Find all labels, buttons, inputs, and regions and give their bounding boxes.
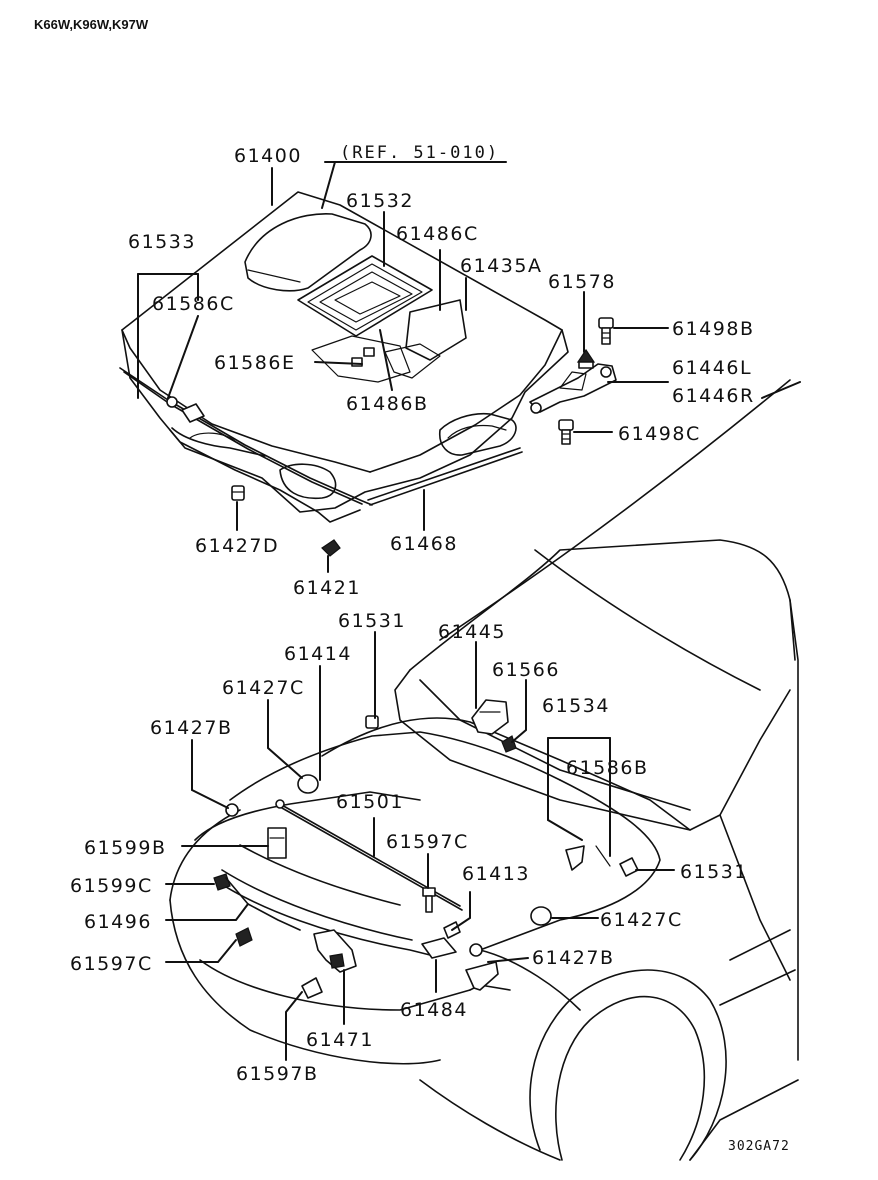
label-61486B: 61486B [346,393,428,415]
label-61427B-right: 61427B [532,947,614,969]
fastener-61421 [321,539,341,557]
part-labels: 61400 (REF. 51-010) 61532 61533 61486C 6… [70,143,755,1085]
label-61534: 61534 [542,695,610,717]
label-61427C-right: 61427C [600,909,683,931]
figure-code: 302GA72 [728,1139,790,1154]
bolt-61498c [558,419,574,445]
label-61501: 61501 [336,791,404,813]
ref-note: (REF. 51-010) [340,143,499,163]
car-body [169,379,799,1161]
plug-61427d [231,485,245,501]
label-61484: 61484 [400,999,468,1021]
label-61435A: 61435A [460,255,542,277]
leader-lines [137,161,801,1061]
hood-hinge [529,363,617,414]
label-61533: 61533 [128,231,196,253]
label-61413: 61413 [462,863,530,885]
label-61486C: 61486C [396,223,479,245]
label-61498B: 61498B [672,318,754,340]
hood-bracket [311,299,467,383]
label-61445: 61445 [438,621,506,643]
label-61427D: 61427D [195,535,279,557]
label-61446L: 61446L [672,357,752,379]
label-61400: 61400 [234,145,302,167]
label-61446R: 61446R [672,385,755,407]
label-61468: 61468 [390,533,458,555]
label-61566: 61566 [492,659,560,681]
label-61586E: 61586E [214,352,295,374]
label-61597C-upper: 61597C [386,831,469,853]
label-61531-right: 61531 [680,861,748,883]
label-61586C: 61586C [152,293,235,315]
label-61586B: 61586B [566,757,648,779]
label-61421: 61421 [293,577,361,599]
label-61498C: 61498C [618,423,701,445]
label-61531-top: 61531 [338,610,406,632]
label-61599B: 61599B [84,837,166,859]
label-61532: 61532 [346,190,414,212]
label-61597C-lower: 61597C [70,953,153,975]
label-61414: 61414 [284,643,352,665]
weatherstrip [367,447,523,506]
insulator-pad [297,255,433,337]
label-61471: 61471 [306,1029,374,1051]
hood-panel [119,191,569,523]
label-61427B-top: 61427B [150,717,232,739]
bolt-61498b [598,317,614,345]
label-61597B: 61597B [236,1063,318,1085]
hood-clips [166,347,375,423]
bump-stopper [576,348,596,369]
label-61578: 61578 [548,271,616,293]
model-codes: K66W,K96W,K97W [34,17,149,32]
label-61496: 61496 [84,911,152,933]
label-61599C: 61599C [70,875,153,897]
label-61427C-top: 61427C [222,677,305,699]
